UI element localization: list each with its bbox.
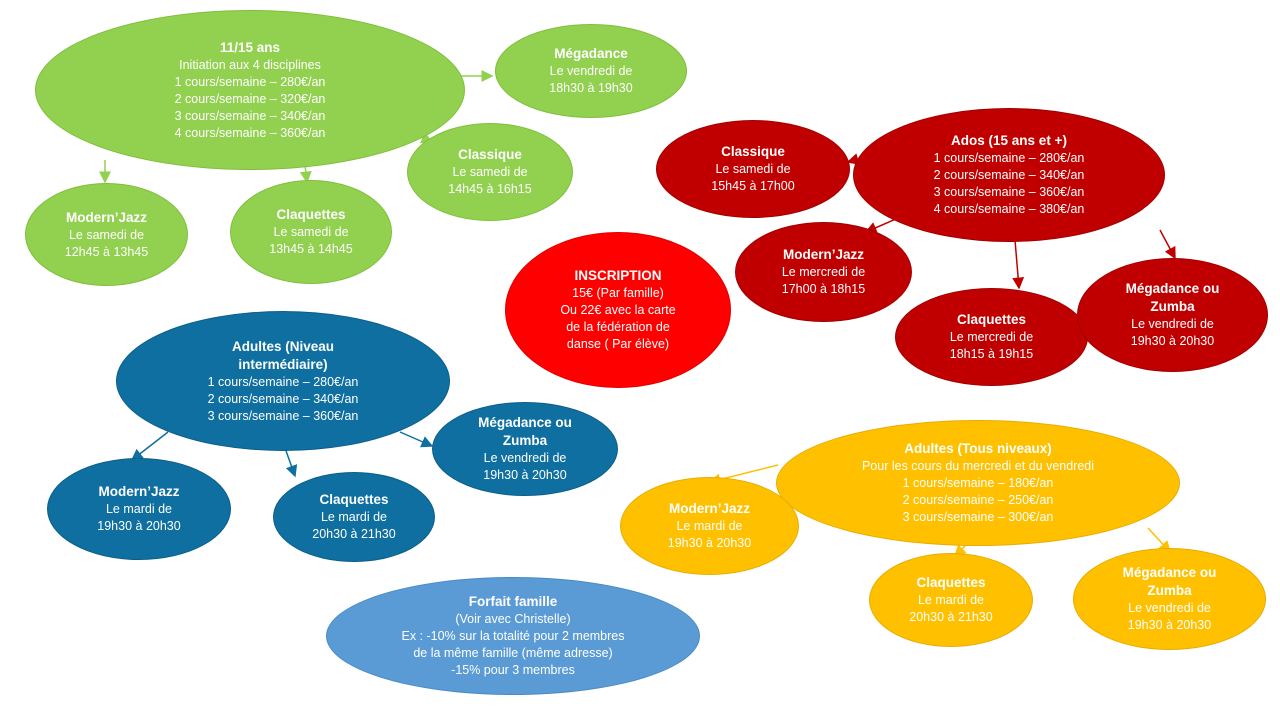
- ados-classique-title: Classique: [721, 144, 785, 159]
- adult-int-main-node: Adultes (Niveau intermédiaire) 1 cours/s…: [116, 311, 450, 451]
- ados-modernjazz-title: Modern’Jazz: [782, 247, 864, 262]
- adult-int-claquettes-line: 20h30 à 21h30: [312, 527, 396, 541]
- teen-claquettes-node: Claquettes Le samedi de 13h45 à 14h45: [230, 180, 392, 284]
- adult-all-modernjazz-line: 19h30 à 20h30: [667, 536, 752, 550]
- connector-ados-claquettes: [1012, 239, 1025, 290]
- teen-modernjazz-node: Modern’Jazz Le samedi de 12h45 à 13h45: [25, 183, 188, 286]
- forfait-line: -15% pour 3 membres: [451, 663, 575, 677]
- adult-int-main-line: 3 cours/semaine – 360€/an: [207, 408, 359, 423]
- ados-modernjazz-node: Modern’Jazz Le mercredi de 17h00 à 18h15: [735, 222, 912, 322]
- ados-megadance-line: 19h30 à 20h30: [1130, 334, 1215, 348]
- ados-main-line: 1 cours/semaine – 280€/an: [933, 151, 1085, 165]
- adult-all-megadance-title: Mégadance ou Zumba: [1122, 565, 1217, 598]
- teen-megadance-line: Le vendredi de: [549, 64, 633, 78]
- ados-claquettes-line: Le mercredi de: [949, 330, 1034, 344]
- inscription-line: de la fédération de: [566, 320, 670, 334]
- adult-all-claquettes-line: Le mardi de: [917, 593, 984, 607]
- ados-modernjazz-line: 17h00 à 18h15: [781, 282, 866, 296]
- adult-int-megadance-line: 19h30 à 20h30: [483, 468, 567, 482]
- teen-claquettes-line: 13h45 à 14h45: [269, 242, 353, 256]
- adult-all-claquettes-title: Claquettes: [916, 575, 986, 590]
- inscription-title: INSCRIPTION: [574, 268, 662, 283]
- connector-ados-megadance: [1159, 229, 1176, 260]
- ados-claquettes-node: Claquettes Le mercredi de 18h15 à 19h15: [895, 288, 1088, 386]
- teen-main-line: 4 cours/semaine – 360€/an: [174, 125, 326, 140]
- teen-main-line: 3 cours/semaine – 340€/an: [174, 108, 326, 123]
- adult-int-main-title: Adultes (Niveau intermédiaire): [231, 338, 335, 372]
- ados-main-line: 3 cours/semaine – 360€/an: [933, 185, 1085, 199]
- ados-modernjazz-line: Le mercredi de: [781, 265, 866, 279]
- teen-megadance-node: Mégadance Le vendredi de 18h30 à 19h30: [495, 24, 687, 118]
- ados-megadance-line: Le vendredi de: [1131, 317, 1214, 331]
- ados-claquettes-title: Claquettes: [956, 312, 1027, 327]
- adult-all-main-line: Pour les cours du mercredi et du vendred…: [861, 459, 1095, 473]
- ados-classique-line: Le samedi de: [715, 162, 791, 176]
- ados-claquettes-line: 18h15 à 19h15: [949, 347, 1034, 361]
- teen-main-line: Initiation aux 4 disciplines: [179, 57, 321, 72]
- teen-claquettes-title: Claquettes: [276, 207, 346, 222]
- adult-int-megadance-line: Le vendredi de: [483, 451, 567, 465]
- adult-all-megadance-line: Le vendredi de: [1128, 601, 1211, 615]
- teen-classique-node: Classique Le samedi de 14h45 à 16h15: [407, 123, 573, 221]
- teen-claquettes-line: Le samedi de: [273, 225, 349, 239]
- inscription-node: INSCRIPTION 15€ (Par famille) Ou 22€ ave…: [505, 232, 731, 388]
- teen-modernjazz-title: Modern’Jazz: [65, 209, 147, 225]
- inscription-line: danse ( Par élève): [566, 337, 670, 351]
- ados-main-node: Ados (15 ans et +) 1 cours/semaine – 280…: [853, 108, 1165, 242]
- connector-adult-int-modernjazz: [130, 431, 169, 461]
- forfait-line: (Voir avec Christelle): [455, 612, 571, 626]
- adult-int-megadance-node: Mégadance ou Zumba Le vendredi de 19h30 …: [432, 402, 618, 496]
- teen-megadance-line: 18h30 à 19h30: [549, 81, 633, 95]
- teen-modernjazz-line: 12h45 à 13h45: [64, 244, 149, 259]
- adult-all-claquettes-node: Claquettes Le mardi de 20h30 à 21h30: [869, 553, 1033, 647]
- teen-modernjazz-line: Le samedi de: [68, 227, 145, 242]
- teen-classique-title: Classique: [458, 147, 522, 162]
- adult-all-megadance-node: Mégadance ou Zumba Le vendredi de 19h30 …: [1073, 548, 1266, 650]
- teen-main-node: 11/15 ans Initiation aux 4 disciplines 1…: [35, 10, 465, 170]
- adult-all-modernjazz-node: Modern’Jazz Le mardi de 19h30 à 20h30: [620, 477, 799, 575]
- forfait-line: Ex : -10% sur la totalité pour 2 membres: [401, 629, 625, 643]
- ados-main-line: 4 cours/semaine – 380€/an: [933, 202, 1085, 216]
- teen-megadance-title: Mégadance: [554, 46, 628, 61]
- teen-main-line: 2 cours/semaine – 320€/an: [174, 91, 326, 106]
- adult-all-main-node: Adultes (Tous niveaux) Pour les cours du…: [776, 420, 1180, 546]
- inscription-line: Ou 22€ avec la carte: [560, 303, 676, 317]
- adult-int-megadance-title: Mégadance ou Zumba: [478, 415, 572, 448]
- adult-int-main-line: 2 cours/semaine – 340€/an: [207, 391, 359, 406]
- connector-adult-int-claquettes: [284, 447, 298, 478]
- teen-classique-line: Le samedi de: [452, 165, 528, 179]
- adult-all-modernjazz-line: Le mardi de: [676, 519, 743, 533]
- connector-adult-int-megadance: [399, 431, 434, 448]
- forfait-title: Forfait famille: [468, 594, 558, 609]
- connector-teen-claquettes: [299, 164, 312, 184]
- adult-int-claquettes-title: Claquettes: [319, 492, 389, 507]
- adult-all-modernjazz-title: Modern’Jazz: [668, 501, 750, 516]
- ados-megadance-node: Mégadance ou Zumba Le vendredi de 19h30 …: [1077, 258, 1268, 372]
- ados-megadance-title: Mégadance ou Zumba: [1125, 281, 1220, 314]
- teen-main-title: 11/15 ans: [219, 39, 281, 55]
- forfait-line: de la même famille (même adresse): [413, 646, 613, 660]
- ados-classique-line: 15h45 à 17h00: [711, 179, 795, 193]
- ados-main-title: Ados (15 ans et +): [951, 133, 1067, 148]
- adult-all-main-title: Adultes (Tous niveaux): [904, 441, 1052, 456]
- ados-classique-node: Classique Le samedi de 15h45 à 17h00: [656, 120, 850, 218]
- adult-all-main-line: 1 cours/semaine – 180€/an: [902, 476, 1054, 490]
- inscription-line: 15€ (Par famille): [572, 286, 664, 300]
- ados-main-line: 2 cours/semaine – 340€/an: [933, 168, 1085, 182]
- adult-int-modernjazz-line: 19h30 à 20h30: [97, 519, 181, 533]
- adult-int-claquettes-line: Le mardi de: [320, 510, 387, 524]
- teen-main-line: 1 cours/semaine – 280€/an: [174, 74, 326, 89]
- adult-int-claquettes-node: Claquettes Le mardi de 20h30 à 21h30: [273, 472, 435, 562]
- adult-int-main-line: 1 cours/semaine – 280€/an: [207, 374, 359, 389]
- teen-classique-line: 14h45 à 16h15: [448, 182, 532, 196]
- adult-int-modernjazz-title: Modern’Jazz: [98, 484, 180, 499]
- adult-all-megadance-line: 19h30 à 20h30: [1127, 618, 1212, 632]
- adult-all-main-line: 2 cours/semaine – 250€/an: [902, 493, 1054, 507]
- forfait-node: Forfait famille (Voir avec Christelle) E…: [326, 577, 700, 695]
- adult-all-main-line: 3 cours/semaine – 300€/an: [902, 510, 1054, 524]
- adult-all-claquettes-line: 20h30 à 21h30: [909, 610, 993, 624]
- adult-int-modernjazz-line: Le mardi de: [105, 502, 172, 516]
- adult-int-modernjazz-node: Modern’Jazz Le mardi de 19h30 à 20h30: [47, 458, 231, 560]
